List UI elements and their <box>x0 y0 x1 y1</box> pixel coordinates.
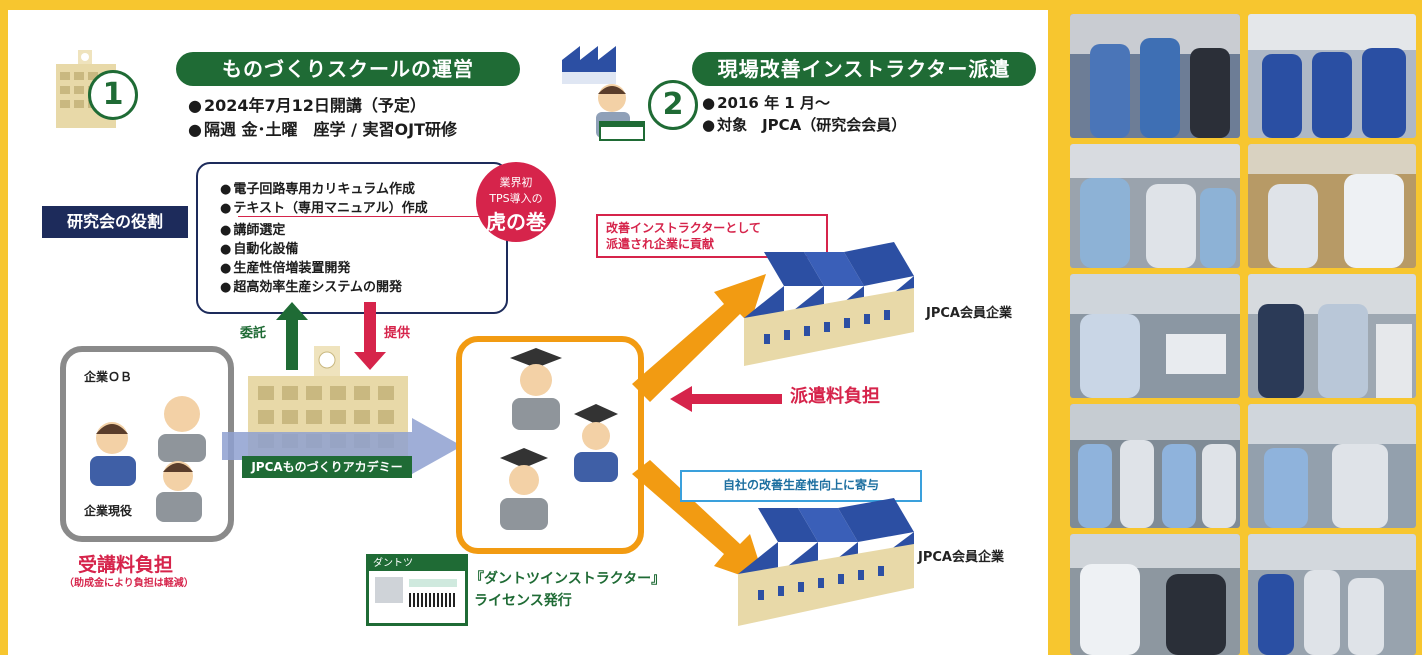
underline-accent <box>238 216 486 217</box>
factory-top-icon <box>744 242 914 366</box>
section2-bullet-target: 対象 JPCA（研究会会員） <box>702 114 906 135</box>
license-card-icon: ダントツ <box>366 554 468 626</box>
role-list-box: 電子回路専用カリキュラム作成 テキスト（専用マニュアル）作成 講師選定 自動化設… <box>196 162 508 314</box>
section2-title: 現場改善インストラクター派遣 <box>692 52 1036 86</box>
instructor-note-box: 改善インストラクターとして 派遣され企業に貢献 <box>596 214 828 258</box>
photo-grid <box>1066 12 1416 655</box>
section2-number: 2 <box>648 80 698 130</box>
tuition-fee-note: （助成金により負担は軽減） <box>64 578 194 589</box>
section1-bullet-date: 2024年7月12日開講（予定） <box>188 92 426 116</box>
photo <box>1070 274 1240 398</box>
role-item: 講師選定 <box>220 219 285 238</box>
instructor-note-line1: 改善インストラクターとして <box>606 221 761 235</box>
badge-line1: 業界初 <box>499 176 533 189</box>
license-line2: ライセンス発行 <box>474 593 572 609</box>
graduates-box <box>456 336 644 554</box>
role-item: 超高効率生産システムの開発 <box>220 276 402 295</box>
badge-line3: 虎の巻 <box>486 210 546 234</box>
card-name-field <box>409 579 457 587</box>
role-item: テキスト（専用マニュアル）作成 <box>220 197 427 216</box>
section1-title: ものづくりスクールの運営 <box>176 52 520 86</box>
photo <box>1248 274 1416 398</box>
company-label-top: JPCA会員企業 <box>926 306 1012 321</box>
diagram-panel: 1 ものづくりスクールの運営 2024年7月12日開講（予定） 隔週 金･土曜 … <box>8 10 1048 655</box>
license-card-label: ダントツ <box>369 557 465 571</box>
academy-label-overlay: JPCAものづくりアカデミー <box>242 456 412 478</box>
photo <box>1248 144 1416 268</box>
first-in-industry-badge: 業界初 TPS導入の 虎の巻 <box>476 162 556 242</box>
people-illustration-icon <box>90 396 206 522</box>
provide-label: 提供 <box>384 326 411 341</box>
contribution-box: 自社の改善生産性向上に寄与 <box>680 470 922 502</box>
section1-number: 1 <box>88 70 138 120</box>
card-photo <box>375 577 403 603</box>
commission-label: 委託 <box>240 326 267 341</box>
instructor-note-line2: 派遣され企業に貢献 <box>606 237 715 251</box>
dispatch-fee-label: 派遣料負担 <box>790 386 880 407</box>
current-label: 企業現役 <box>84 504 133 518</box>
graduates-illustration-icon <box>500 348 618 530</box>
lower-orange-arrow-icon <box>632 460 766 584</box>
company-label-bottom: JPCA会員企業 <box>918 550 1004 565</box>
role-item: 自動化設備 <box>220 238 298 257</box>
photo <box>1070 144 1240 268</box>
badge-line2: TPS導入の <box>489 192 543 205</box>
people-box: 企業ＯＢ 企業現役 <box>60 346 234 542</box>
red-left-arrow-icon <box>670 386 782 412</box>
role-item: 電子回路専用カリキュラム作成 <box>220 178 415 197</box>
photo <box>1248 404 1416 528</box>
photo <box>1248 534 1416 655</box>
barcode <box>409 593 457 607</box>
up-arrow-icon <box>276 302 308 370</box>
photo <box>1248 14 1416 138</box>
down-arrow-icon <box>354 302 386 370</box>
license-line1: 『ダントツインストラクター』 <box>470 571 666 587</box>
photo <box>1070 534 1240 655</box>
role-label: 研究会の役割 <box>42 206 188 238</box>
upper-orange-arrow-icon <box>632 274 766 402</box>
photo <box>1070 14 1240 138</box>
section1-bullet-schedule: 隔週 金･土曜 座学 / 実習OJT研修 <box>188 116 457 140</box>
section2-bullet-date: 2016 年 1 月〜 <box>702 92 830 113</box>
ob-label: 企業ＯＢ <box>84 370 133 384</box>
tuition-fee-title: 受講料負担 <box>78 554 174 576</box>
photo <box>1070 404 1240 528</box>
factory-bottom-icon <box>738 498 914 626</box>
instructor-icon <box>562 46 645 141</box>
role-item: 生産性倍増装置開発 <box>220 257 350 276</box>
